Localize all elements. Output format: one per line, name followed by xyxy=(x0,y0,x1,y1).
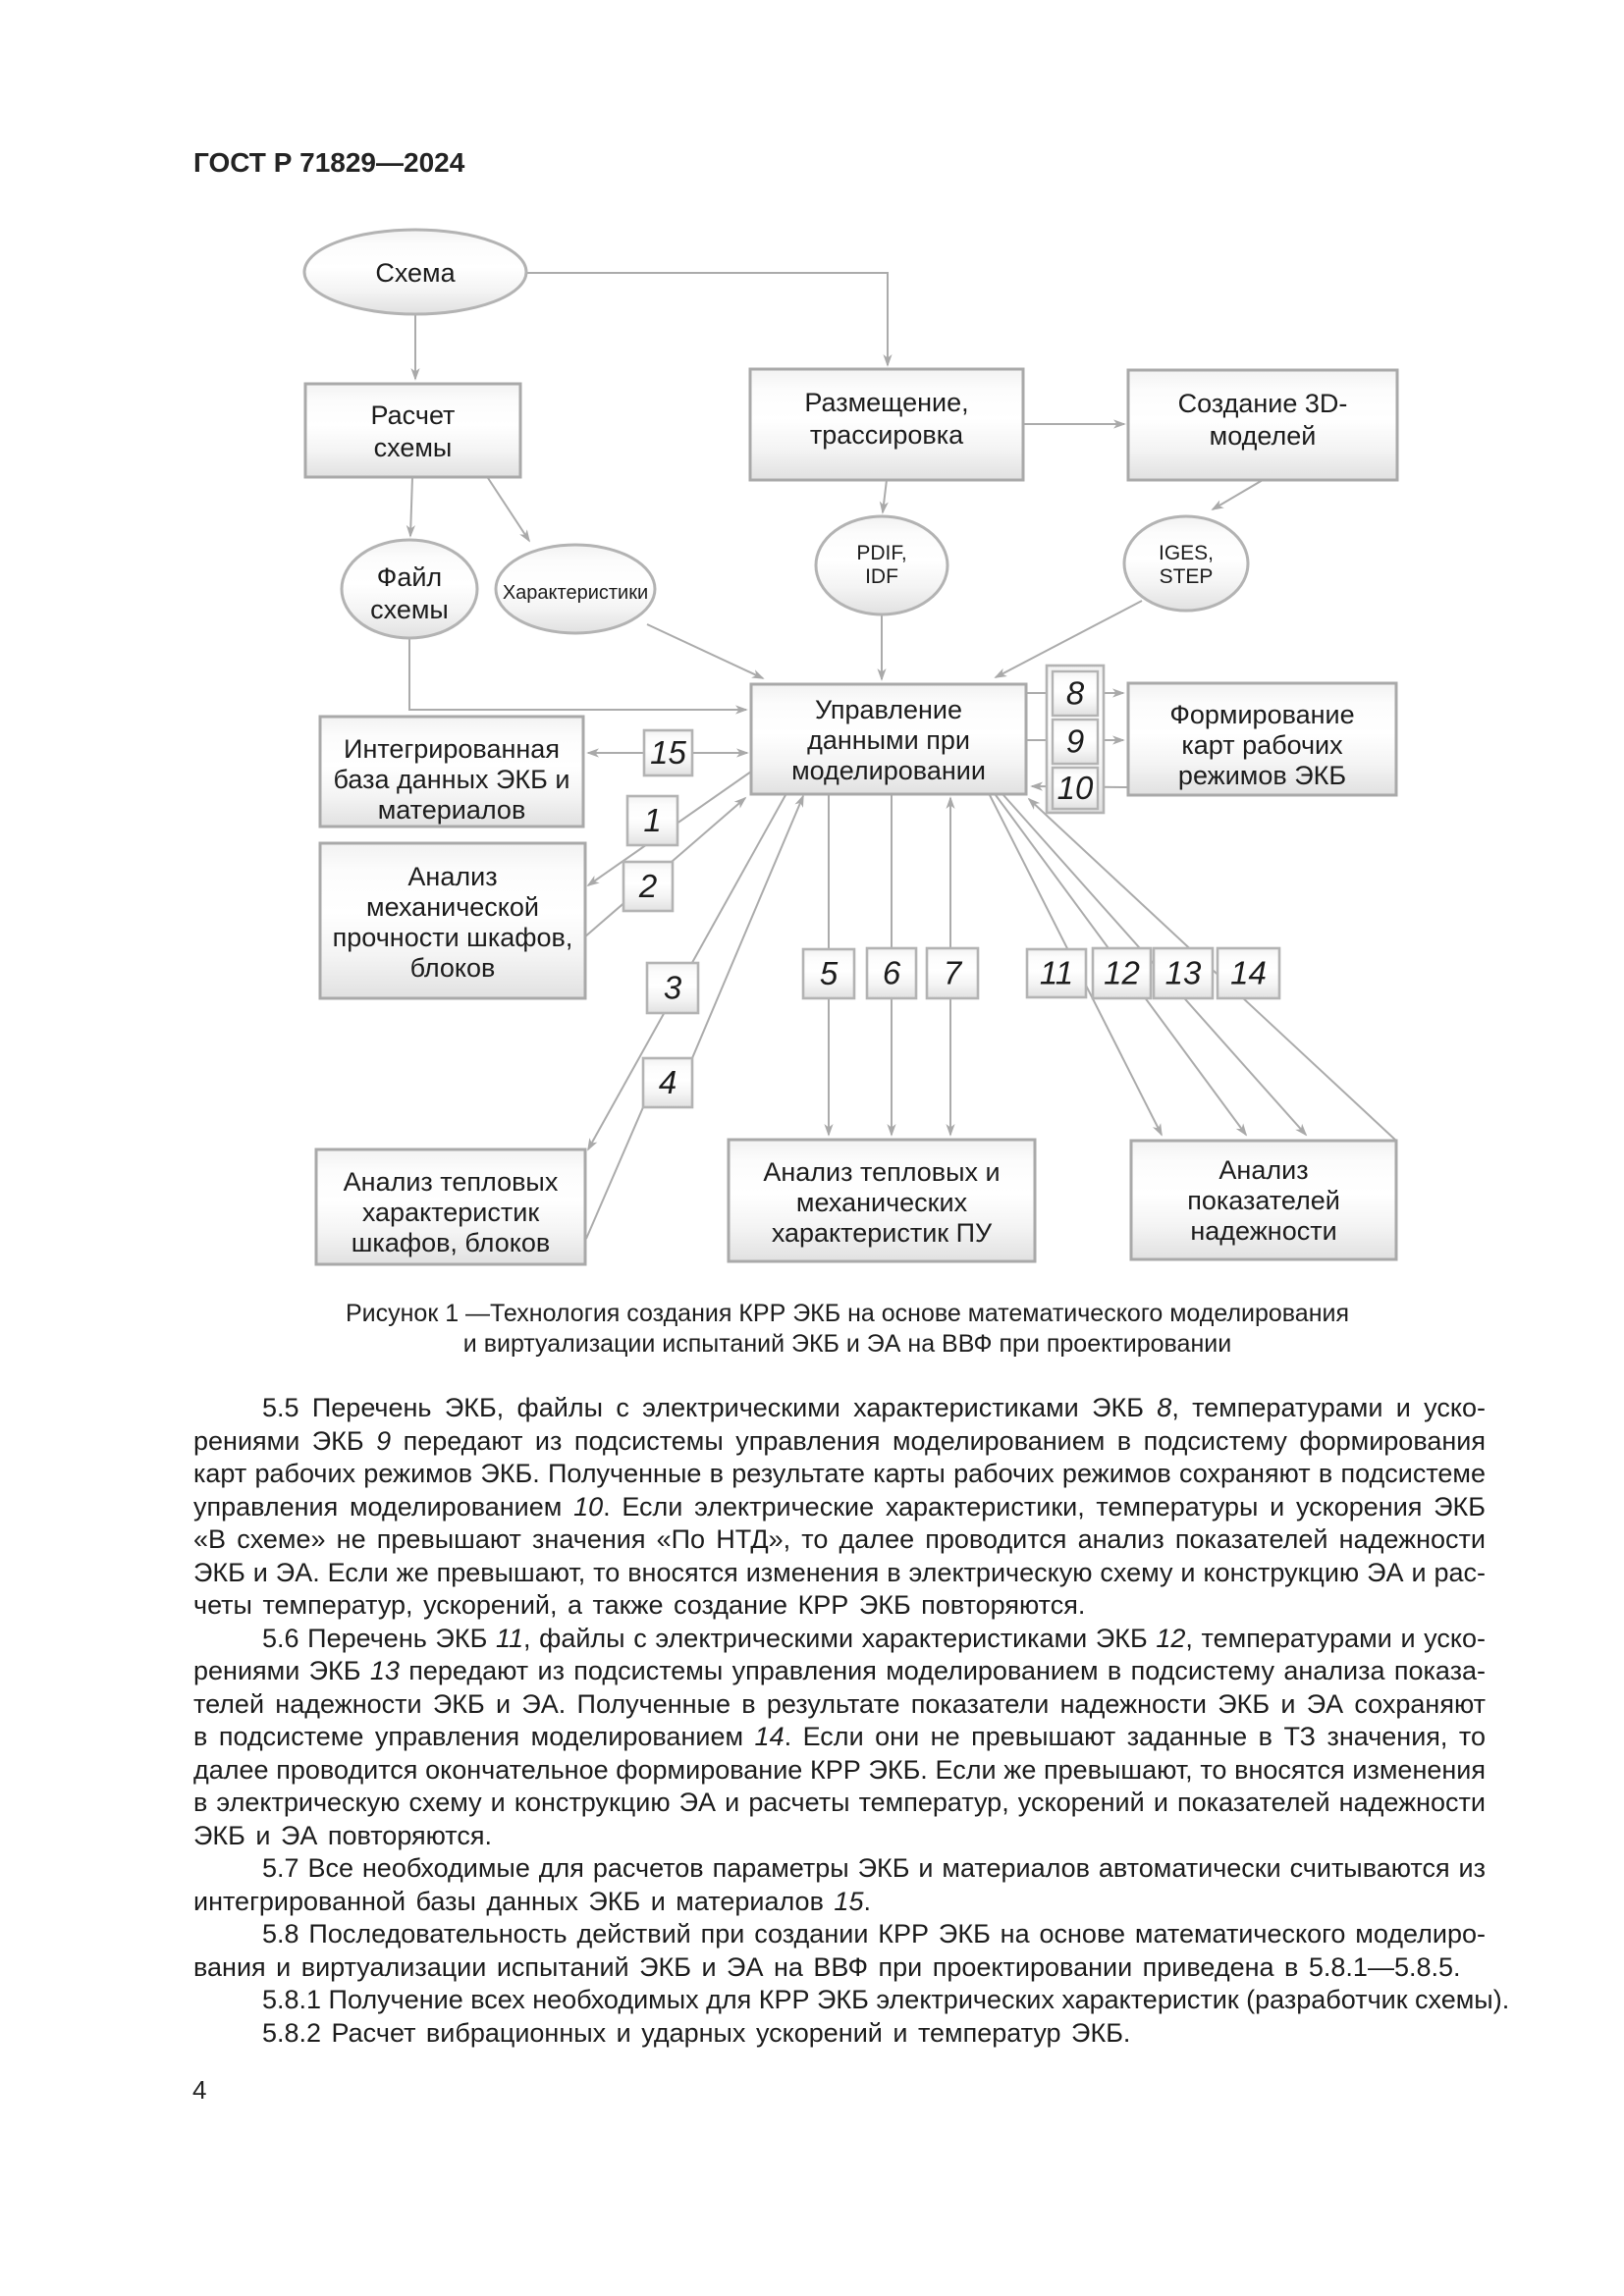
svg-text:15: 15 xyxy=(650,734,686,771)
svg-text:трассировка: трассировка xyxy=(810,420,964,450)
svg-text:показателей: показателей xyxy=(1187,1186,1340,1215)
svg-text:4: 4 xyxy=(659,1064,677,1100)
svg-text:Характеристики: Характеристики xyxy=(503,582,648,604)
svg-text:схемы: схемы xyxy=(370,595,449,624)
svg-text:Анализ тепловых и: Анализ тепловых и xyxy=(763,1157,1000,1187)
svg-text:PDIF,: PDIF, xyxy=(856,542,906,564)
svg-text:характеристик: характеристик xyxy=(362,1198,539,1227)
svg-text:STEP: STEP xyxy=(1160,565,1214,588)
svg-text:Формирование: Формирование xyxy=(1169,700,1354,729)
svg-text:Размещение,: Размещение, xyxy=(804,388,968,417)
svg-text:5: 5 xyxy=(820,955,839,991)
svg-text:механических: механических xyxy=(796,1188,968,1217)
svg-text:блоков: блоков xyxy=(410,953,496,983)
svg-text:11: 11 xyxy=(1040,955,1073,991)
svg-text:Анализ тепловых: Анализ тепловых xyxy=(344,1167,559,1197)
svg-text:12: 12 xyxy=(1104,955,1140,991)
svg-text:данными при: данными при xyxy=(807,725,970,755)
svg-text:Управление: Управление xyxy=(815,695,962,724)
svg-text:Интегрированная: Интегрированная xyxy=(344,734,560,764)
svg-text:10: 10 xyxy=(1057,770,1094,806)
svg-text:Анализ: Анализ xyxy=(1218,1155,1308,1185)
svg-text:схемы: схемы xyxy=(374,433,453,462)
svg-text:14: 14 xyxy=(1230,955,1267,991)
svg-text:Расчет: Расчет xyxy=(371,400,456,430)
svg-text:характеристик ПУ: характеристик ПУ xyxy=(772,1218,993,1248)
svg-text:Схема: Схема xyxy=(375,258,456,288)
svg-text:моделировании: моделировании xyxy=(791,756,986,785)
svg-text:IDF: IDF xyxy=(865,565,898,588)
svg-text:карт рабочих: карт рабочих xyxy=(1181,730,1343,760)
svg-text:9: 9 xyxy=(1066,723,1084,760)
svg-text:материалов: материалов xyxy=(378,795,526,825)
svg-text:механической: механической xyxy=(366,892,539,922)
svg-text:прочности шкафов,: прочности шкафов, xyxy=(333,923,573,952)
svg-text:2: 2 xyxy=(638,868,657,904)
svg-text:Анализ: Анализ xyxy=(407,862,497,891)
svg-text:Создание 3D-: Создание 3D- xyxy=(1178,389,1348,418)
svg-text:база данных ЭКБ и: база данных ЭКБ и xyxy=(334,765,570,794)
svg-text:1: 1 xyxy=(643,802,661,838)
svg-text:3: 3 xyxy=(664,970,682,1006)
svg-text:7: 7 xyxy=(944,955,963,991)
svg-text:режимов ЭКБ: режимов ЭКБ xyxy=(1178,761,1346,790)
svg-text:надежности: надежности xyxy=(1190,1216,1336,1246)
svg-text:моделей: моделей xyxy=(1210,421,1317,451)
svg-text:шкафов, блоков: шкафов, блоков xyxy=(352,1228,550,1257)
svg-text:IGES,: IGES, xyxy=(1159,542,1214,564)
svg-text:Файл: Файл xyxy=(377,562,442,592)
svg-text:8: 8 xyxy=(1066,675,1085,712)
svg-text:13: 13 xyxy=(1165,955,1202,991)
svg-text:6: 6 xyxy=(883,955,901,991)
